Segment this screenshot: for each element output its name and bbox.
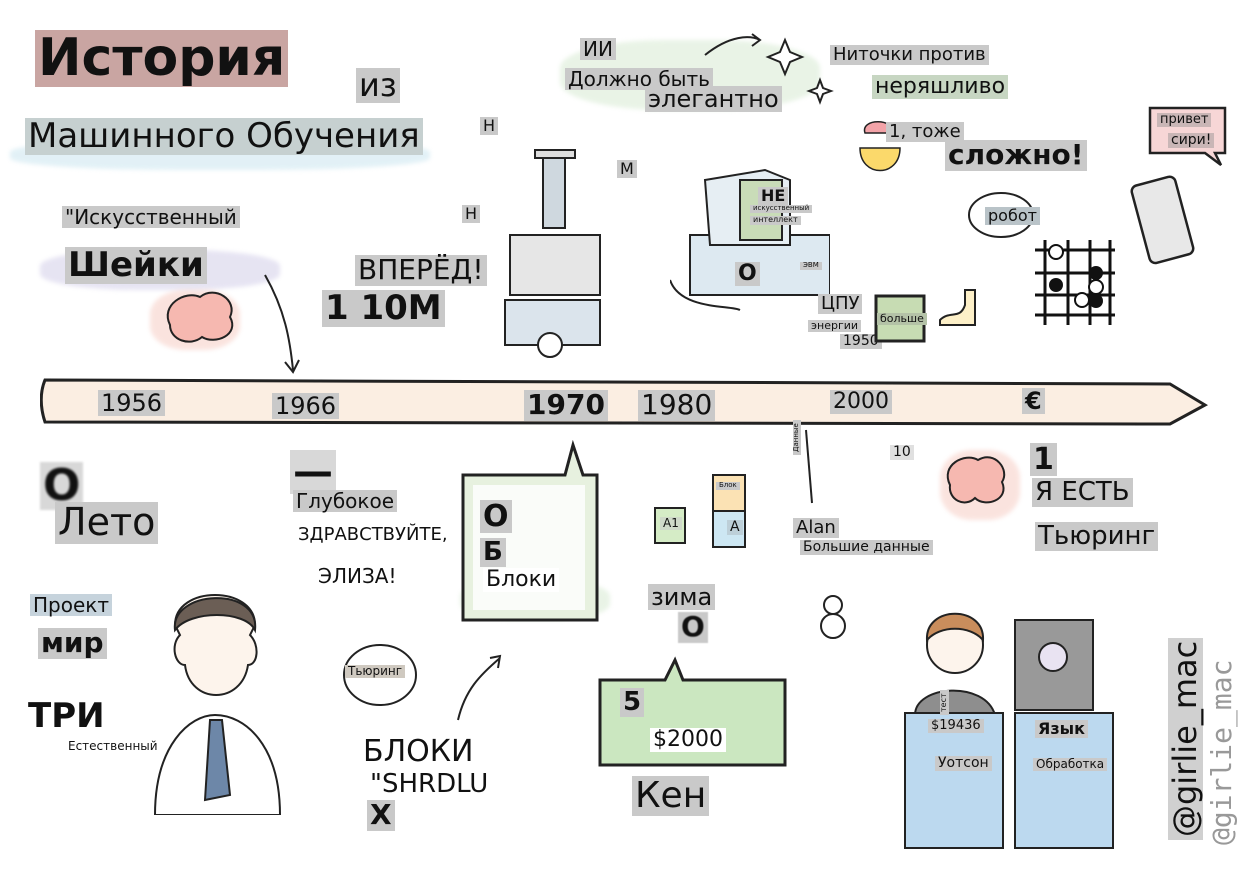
- watson-score: $19436: [928, 718, 984, 734]
- should-be-label: Должно быть: [565, 68, 713, 90]
- snowman-icon: [820, 595, 846, 639]
- summer-label: Лето: [55, 501, 159, 544]
- board-blocks: Блоки: [483, 567, 560, 593]
- arrow-icon: [264, 274, 300, 374]
- brain-icon: [166, 291, 234, 343]
- cost-label: 1 10M: [322, 289, 445, 328]
- computer-base-label: О: [735, 261, 760, 287]
- arrow-icon: [457, 654, 502, 721]
- eliza-label: ЭЛИЗА!: [315, 565, 400, 587]
- i-am-ten: 10: [890, 444, 914, 461]
- board-o: О: [480, 500, 512, 533]
- shrdlu-blocks: БЛОКИ: [360, 735, 477, 768]
- i-am-one: 1: [1030, 443, 1057, 476]
- computer-badge: ЭВМ: [800, 261, 822, 270]
- speech-bubble-icon: [461, 440, 599, 622]
- author-signature: @girlie_mac: [1205, 659, 1238, 845]
- pole-line: [805, 429, 813, 504]
- board-b: Б: [480, 538, 506, 567]
- muscle-arm-icon: [939, 289, 976, 326]
- world-label: мир: [38, 627, 107, 659]
- pole-label: Данные: [792, 420, 801, 455]
- shrdlu-x: X: [367, 799, 395, 831]
- winter-o: О: [678, 611, 708, 643]
- ken-five: 5: [620, 688, 645, 717]
- brain-icon: [946, 456, 1006, 504]
- year-euro: €: [1022, 388, 1045, 414]
- year-1950-label: 1950: [840, 333, 882, 350]
- natural-label: Естественный: [65, 739, 161, 754]
- turing-bubble: Тьюринг: [345, 664, 406, 679]
- too-label: 1, тоже: [886, 122, 964, 142]
- title-history: История: [35, 29, 289, 88]
- elegant-label: элегантно: [645, 86, 782, 112]
- author-handle: @girlie_mac: [1166, 637, 1204, 840]
- hello-label: ЗДРАВСТВУЙТЕ,: [295, 525, 451, 545]
- year-2000: 2000: [830, 389, 892, 415]
- screen-not: НЕ: [758, 187, 789, 205]
- robot-letter: М: [617, 160, 637, 178]
- siri-line1: привет: [1157, 112, 1212, 128]
- sparkle-icon: [704, 33, 834, 105]
- three-label: ТРИ: [25, 697, 108, 736]
- scruffy-label: неряшливо: [872, 74, 1009, 100]
- big-data-label: Большие данные: [800, 539, 933, 556]
- project-label: Проект: [30, 594, 113, 616]
- neats-vs-label: Ниточки против: [830, 45, 989, 65]
- year-1980: 1980: [638, 389, 716, 421]
- ken-money: $2000: [650, 727, 726, 753]
- year-1966: 1966: [272, 393, 340, 419]
- jeopardy-podiums-icon: [904, 612, 1114, 849]
- artificial-quote: "Искусственный: [62, 206, 240, 228]
- watson-name: Уотсон: [935, 755, 992, 772]
- dash-label: —: [290, 450, 336, 494]
- title-of: из: [356, 67, 400, 104]
- shakey-label: Шейки: [65, 246, 207, 285]
- year-1970: 1970: [524, 389, 608, 421]
- computer-icon: [670, 168, 830, 311]
- i-am-label: Я ЕСТЬ: [1032, 478, 1133, 507]
- alan-label: Alan: [793, 518, 839, 538]
- cube-a1: A1: [660, 516, 682, 531]
- winter-label: зима: [648, 584, 716, 610]
- test-label: тест: [939, 690, 949, 715]
- deep-label: Глубокое: [293, 490, 398, 512]
- language-label: Язык: [1035, 720, 1088, 738]
- processing-label: Обработка: [1033, 757, 1108, 772]
- go-board-icon: [1035, 240, 1115, 325]
- chip-label: больше: [877, 312, 927, 326]
- cube-top: Блок: [716, 481, 740, 490]
- ken-label: Кен: [632, 776, 710, 816]
- robot-bubble: робот: [985, 207, 1040, 225]
- robot-letter: Н: [480, 117, 499, 135]
- energy-label: энергии: [808, 319, 862, 333]
- cpu-label: ЦПУ: [818, 294, 863, 314]
- mind-blown-icon: [859, 121, 901, 172]
- speech-bubble-icon: [598, 656, 787, 767]
- i-am-turing: Тьюринг: [1035, 522, 1159, 551]
- title-machine-learning: Машинного Обучения: [25, 117, 423, 156]
- screen-artificial: искусственный: [750, 204, 813, 213]
- year-1956: 1956: [98, 390, 166, 416]
- cube-a: A: [727, 519, 743, 536]
- speech-bubble-icon: [343, 644, 417, 706]
- shrdlu-name: "SHRDLU: [367, 770, 492, 799]
- portrait-icon: [153, 594, 282, 815]
- screen-intelligence: интеллект: [750, 215, 801, 225]
- forward-label: ВПЕРЁД!: [355, 254, 487, 286]
- siri-line2: сири!: [1168, 132, 1215, 149]
- smartphone-icon: [1130, 175, 1195, 265]
- ai-label: ИИ: [580, 38, 616, 60]
- shakey-robot-icon: [504, 149, 601, 358]
- hard-label: сложно!: [945, 139, 1087, 171]
- robot-letter: Н: [462, 205, 481, 223]
